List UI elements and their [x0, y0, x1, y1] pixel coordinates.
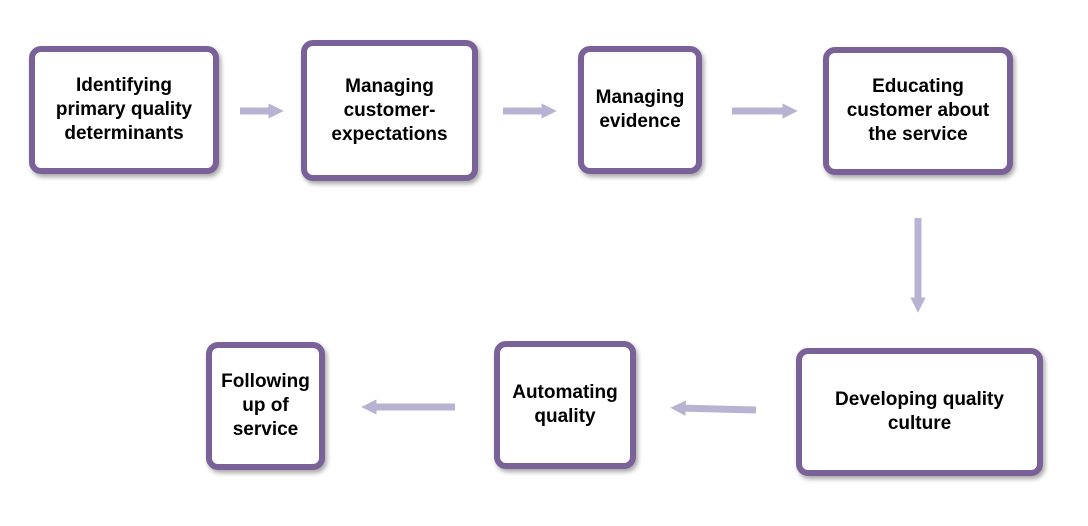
step-automating-quality: Automating quality [494, 341, 636, 469]
step-label: Educating customer about the service [846, 76, 990, 145]
step-label: Identifying primary quality determinants [55, 75, 193, 144]
step-label: Following up of service [221, 371, 310, 440]
step-following-up-service: Following up of service [206, 342, 325, 470]
step-identifying-quality-determinants: Identifying primary quality determinants [29, 46, 219, 174]
step-educating-customer: Educating customer about the service [823, 47, 1013, 175]
step-label: Managing evidence [595, 87, 685, 132]
step-label: Managing customer- expectations [331, 75, 448, 145]
step-developing-quality-culture: Developing quality culture [796, 348, 1043, 476]
step-managing-customer-expectations: Managing customer- expectations [301, 40, 478, 181]
arrow-step5-to-step6 [670, 400, 757, 416]
step-managing-evidence: Managing evidence [578, 46, 702, 174]
step-label: Developing quality culture [835, 389, 1004, 434]
step-label: Automating quality [512, 382, 618, 427]
